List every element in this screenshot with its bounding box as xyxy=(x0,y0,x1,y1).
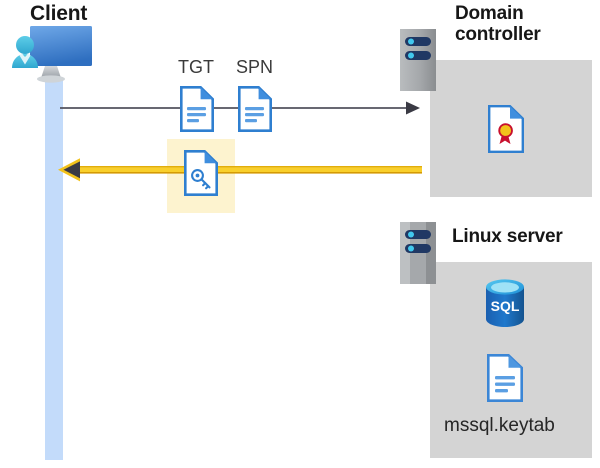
tgt-document-icon xyxy=(180,86,214,132)
domain-controller-server-rack-icon xyxy=(400,29,436,91)
service-ticket-key-document-icon xyxy=(184,150,218,196)
client-desktop-user-icon xyxy=(10,24,94,86)
sql-database-label: SQL xyxy=(491,298,520,314)
tgt-label: TGT xyxy=(178,57,214,77)
sql-database-icon: SQL xyxy=(483,278,527,328)
client-title: Client xyxy=(30,2,88,25)
request-arrow-client-to-domain-controller xyxy=(60,100,420,116)
certificate-document-icon xyxy=(488,105,524,153)
spn-document-icon xyxy=(238,86,272,132)
keytab-filename-label: mssql.keytab xyxy=(444,415,555,436)
spn-label: SPN xyxy=(236,57,274,77)
client-lifeline xyxy=(45,78,63,460)
domain-controller-title-line2: controller xyxy=(455,24,541,46)
domain-controller-title: Domain controller xyxy=(455,3,595,46)
keytab-document-icon xyxy=(487,354,523,402)
response-arrow-domain-controller-to-client xyxy=(58,155,422,185)
linux-server-server-rack-icon xyxy=(400,222,436,284)
domain-controller-title-line1: Domain xyxy=(455,3,524,24)
linux-server-title: Linux server xyxy=(452,226,563,247)
